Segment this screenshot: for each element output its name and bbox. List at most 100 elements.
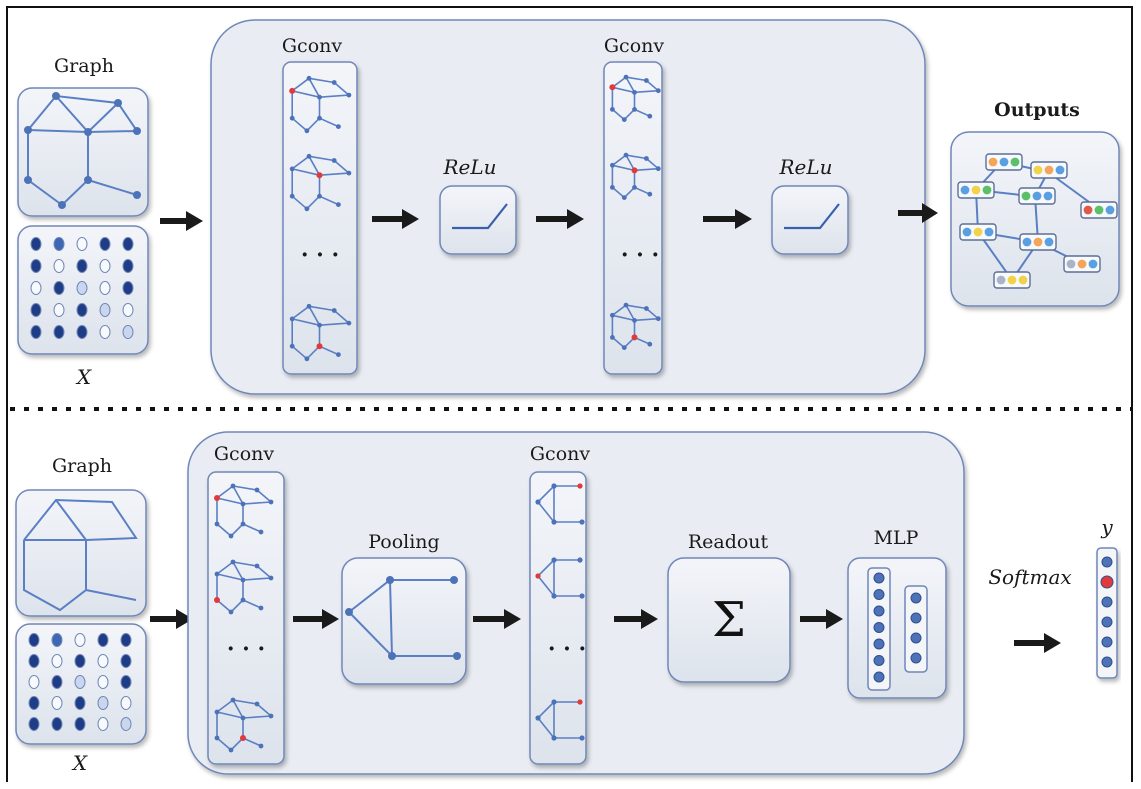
output-node-feature <box>982 185 992 195</box>
pooled-graph-node <box>579 735 585 741</box>
feature-cell <box>120 696 132 710</box>
bottom-readout-box <box>667 557 791 683</box>
top-gconv1-column <box>282 61 358 375</box>
arrow-bottom-4 <box>614 609 658 629</box>
mini-graph-node <box>214 495 220 501</box>
mini-graph-node <box>631 167 638 174</box>
mini-graph-edge <box>256 489 272 503</box>
mini-graph-edge <box>291 77 310 92</box>
feature-cell <box>97 654 109 668</box>
mini-graph-node <box>610 185 615 190</box>
mini-graph-edge <box>242 523 262 533</box>
mini-graph-edge <box>308 305 321 326</box>
mini-graph-node <box>268 499 274 505</box>
mini-graph-node <box>632 107 637 112</box>
output-vector-cell <box>1100 575 1114 589</box>
mlp-neuron <box>873 622 885 633</box>
mini-graph-node <box>317 193 322 199</box>
mini-graph-node <box>304 128 310 134</box>
mini-graph-node <box>647 191 653 197</box>
mlp-neuron <box>873 655 885 666</box>
mini-graph-edge <box>291 155 310 170</box>
mini-graph-node <box>240 521 246 527</box>
mini-graph-edge <box>216 523 232 537</box>
arrow-top-5 <box>898 203 938 223</box>
mini-graph-edge <box>308 77 321 98</box>
pooled-graph-edge <box>537 701 555 719</box>
mini-graph-node <box>214 597 220 603</box>
mini-graph-edge <box>645 79 659 92</box>
mini-graph-node <box>632 185 637 190</box>
mini-graph-node <box>228 747 234 753</box>
mini-graph-edge <box>308 305 335 312</box>
output-node-feature <box>960 185 970 195</box>
pooled-graph-node <box>579 593 585 599</box>
mini-graph-node <box>254 701 260 707</box>
mini-graph-edge <box>645 157 659 170</box>
mini-graph-node <box>289 193 295 199</box>
mini-graph-edge <box>611 154 627 166</box>
mini-graph-edge <box>242 715 272 719</box>
mini-graph-node <box>621 117 627 122</box>
feature-cell <box>122 303 134 317</box>
mini-graph-edge <box>634 317 659 322</box>
feature-cell <box>74 696 86 710</box>
mini-graph-edge <box>242 577 272 581</box>
mini-graph-node <box>289 115 295 121</box>
bottom-gconv2-ellipsis: · · · <box>548 636 586 662</box>
mini-graph-node <box>610 107 615 112</box>
mini-graph-edge <box>611 304 627 316</box>
output-node-feature <box>973 227 983 237</box>
feature-cell <box>76 237 88 251</box>
top-outputs-nodes <box>957 153 1118 289</box>
pooled-graph-node <box>577 699 583 705</box>
mini-graph-edge <box>232 485 244 505</box>
output-node-feature <box>1094 205 1104 215</box>
output-node-feature <box>971 185 981 195</box>
mini-graph-node <box>254 487 260 493</box>
arrow-top-1 <box>160 211 203 231</box>
top-gconv2-column <box>603 61 663 375</box>
output-vector-cells <box>1100 556 1114 668</box>
mini-graph-edge <box>634 89 659 94</box>
mini-graph-node <box>230 483 236 489</box>
mini-graph-node <box>289 87 296 94</box>
feature-cell <box>28 633 40 647</box>
mlp-neuron <box>910 612 922 624</box>
feature-cell <box>51 696 63 710</box>
pooled-graph-node <box>551 699 557 705</box>
mini-graph-edge <box>292 318 320 326</box>
mini-graph-node <box>317 115 322 121</box>
mini-graph-edge <box>216 599 232 613</box>
mini-graph-node <box>316 343 323 350</box>
mini-graph-edge <box>306 117 321 132</box>
mini-graph-edge <box>292 90 320 98</box>
mini-graph-edge <box>333 159 350 174</box>
feature-cell <box>120 654 132 668</box>
arrow-bottom-1 <box>150 609 193 629</box>
feature-cell <box>97 675 109 689</box>
output-node-feature <box>1033 165 1043 175</box>
output-vector-cell <box>1101 636 1113 648</box>
bottom-gconv1-column <box>207 471 285 765</box>
top-relu2-curve <box>784 203 840 230</box>
mini-graph-node <box>621 345 627 350</box>
output-vector-cell <box>1101 616 1113 628</box>
mini-graph-node <box>268 575 274 581</box>
top-feature-label: X <box>75 365 92 389</box>
feature-cell <box>99 237 111 251</box>
feature-cell <box>51 654 63 668</box>
mini-graph-node <box>240 597 246 603</box>
bottom-feature-label: X <box>71 751 88 775</box>
output-node-feature <box>1055 165 1065 175</box>
arrow-bottom-3 <box>473 609 521 629</box>
feature-cell <box>74 633 86 647</box>
mini-graph-edge <box>319 322 349 326</box>
mini-graph-edge <box>242 599 262 609</box>
feature-cell <box>53 237 65 251</box>
mini-graph-edge <box>230 523 244 537</box>
mini-graph-edge <box>333 81 350 96</box>
feature-cell <box>122 325 134 339</box>
arrow-bottom-6 <box>1014 633 1061 653</box>
mini-graph-node <box>214 709 220 715</box>
